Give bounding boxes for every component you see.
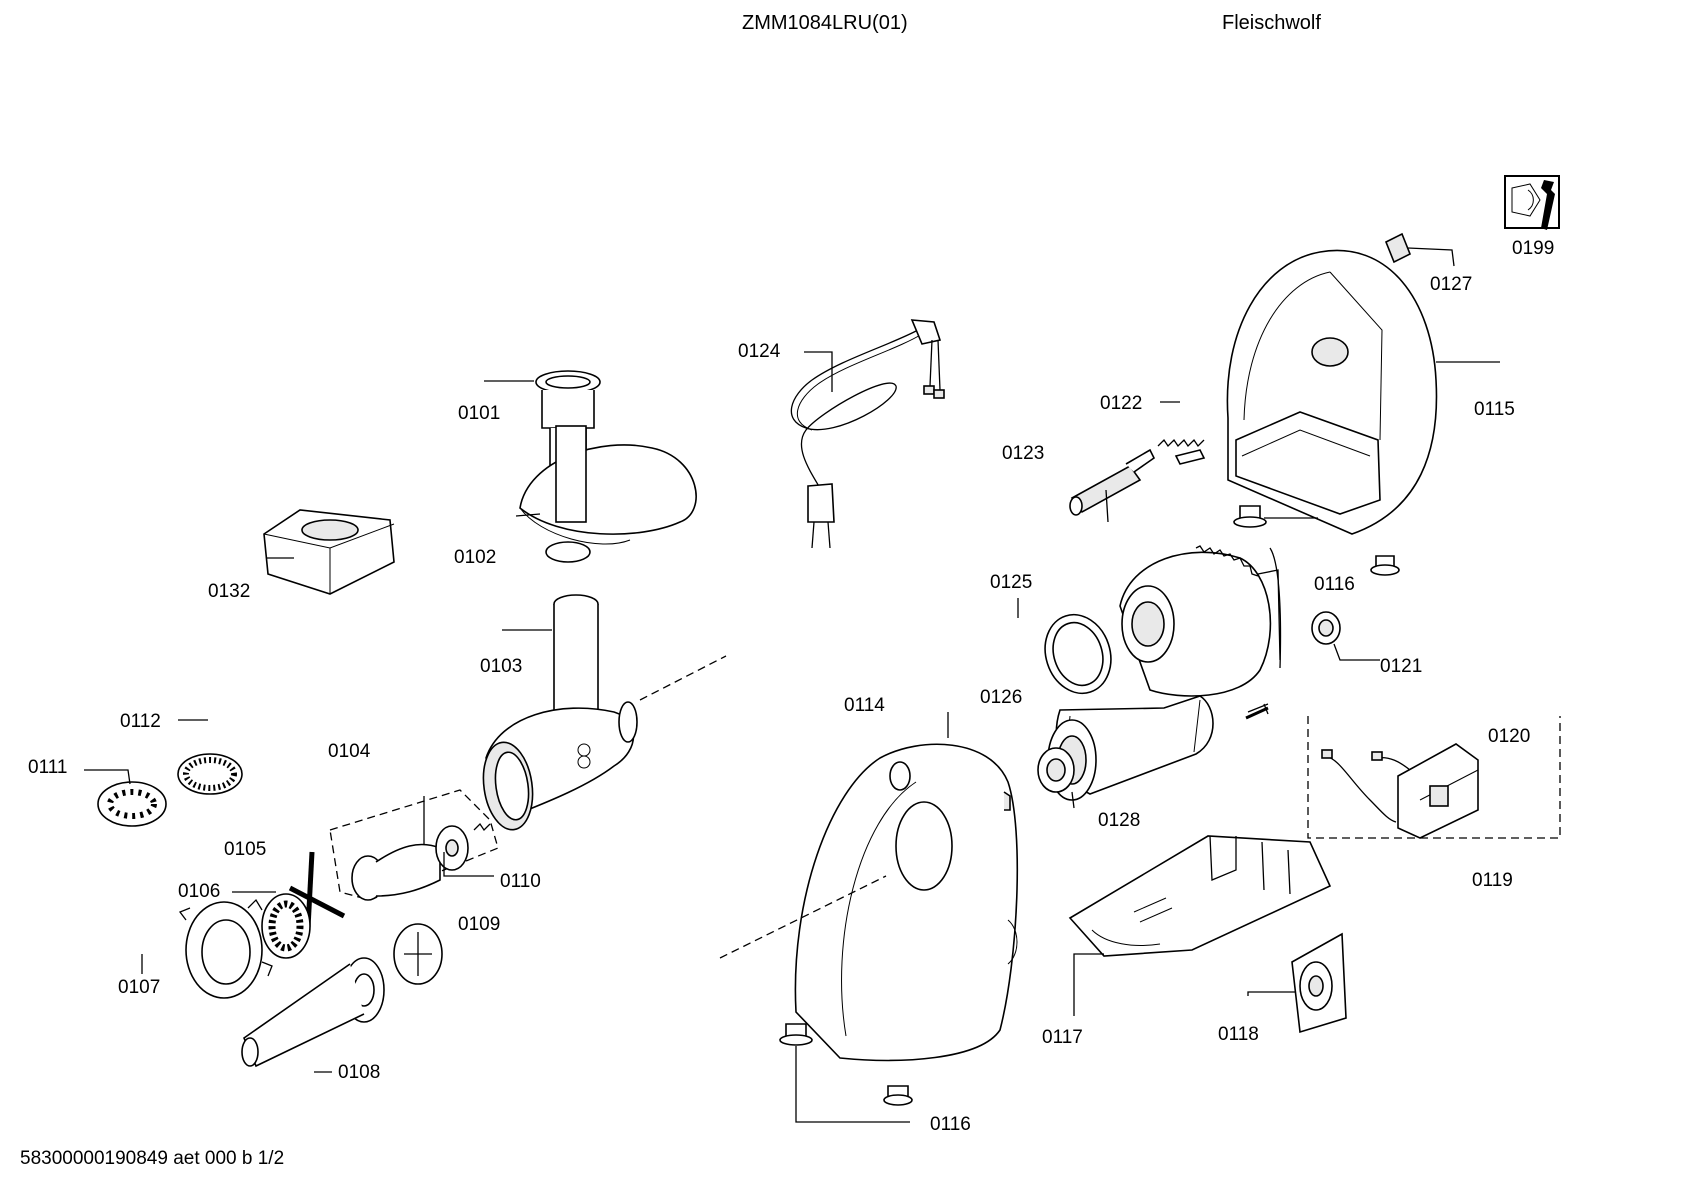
label-0121: 0121	[1380, 656, 1422, 677]
part-0116-foot-a	[1233, 505, 1318, 528]
part-0112-plate	[177, 719, 243, 795]
part-0114-front-housing	[794, 712, 1019, 1062]
part-0121-bushing	[1311, 611, 1380, 661]
label-0122: 0122	[1100, 393, 1142, 414]
part-0107-ring	[141, 898, 273, 999]
part-0117-base-plate	[1068, 835, 1332, 1016]
label-0117: 0117	[1042, 1027, 1083, 1048]
part-0125-seal-ring	[1017, 598, 1112, 695]
part-0102-tray	[515, 425, 697, 563]
label-0103: 0103	[480, 656, 522, 677]
label-0126: 0126	[980, 687, 1022, 708]
part-0128-screw	[1245, 706, 1269, 720]
assembly-axis-line	[639, 655, 727, 701]
label-0114: 0114	[844, 695, 885, 716]
label-0106: 0106	[178, 881, 220, 902]
part-0118-fan-cover	[1247, 932, 1347, 1034]
part-0111-plate	[84, 769, 167, 827]
label-0124: 0124	[738, 341, 781, 362]
label-0116-a: 0116	[1314, 574, 1355, 595]
wrench-service-icon	[1504, 175, 1560, 230]
part-0110-gear	[443, 852, 494, 877]
label-0108: 0108	[338, 1062, 380, 1083]
label-0101: 0101	[458, 403, 500, 424]
label-0104: 0104	[328, 741, 371, 762]
part-0109-disc	[393, 923, 443, 985]
label-0115: 0115	[1474, 399, 1515, 420]
label-0107: 0107	[118, 977, 160, 998]
label-0111: 0111	[28, 757, 67, 778]
product-name: Fleischwolf	[1222, 12, 1321, 34]
document-code: 58300000190849 aet 000 b 1/2	[20, 1148, 285, 1169]
part-0127-cap	[1384, 232, 1455, 267]
label-0120: 0120	[1488, 726, 1530, 747]
part-0120-control-group	[1307, 716, 1561, 839]
part-0116-foot-b	[1370, 555, 1400, 576]
label-0112: 0112	[120, 711, 161, 732]
part-0106-plate	[232, 891, 311, 959]
label-0105: 0105	[224, 839, 266, 860]
part-0115-housing	[1226, 249, 1500, 535]
label-0116-b: 0116	[930, 1114, 971, 1135]
label-0123: 0123	[1002, 443, 1044, 464]
label-0118: 0118	[1218, 1024, 1259, 1045]
label-0110: 0110	[500, 871, 541, 892]
part-0132-block	[263, 509, 395, 595]
part-0124-power-cord	[790, 319, 945, 549]
model-number: ZMM1084LRU(01)	[742, 12, 908, 34]
label-0199: 0199	[1512, 238, 1554, 259]
part-0103-grinder-head	[482, 594, 638, 831]
part-0104-auger-group	[329, 789, 499, 901]
label-0109: 0109	[458, 914, 500, 935]
part-0128-washer	[1037, 747, 1075, 809]
label-0119: 0119	[1472, 870, 1513, 891]
label-0132: 0132	[208, 581, 250, 602]
part-0116-foot-c	[779, 1023, 913, 1123]
assembly-axis-line-2	[719, 875, 887, 959]
label-0102: 0102	[454, 547, 496, 568]
label-0125: 0125	[990, 572, 1032, 593]
part-0108-sausage-nozzle	[241, 957, 385, 1073]
part-0122-spring	[1157, 401, 1206, 465]
label-0127: 0127	[1430, 274, 1472, 295]
part-0123-lever	[1069, 448, 1156, 523]
label-0128: 0128	[1098, 810, 1140, 831]
